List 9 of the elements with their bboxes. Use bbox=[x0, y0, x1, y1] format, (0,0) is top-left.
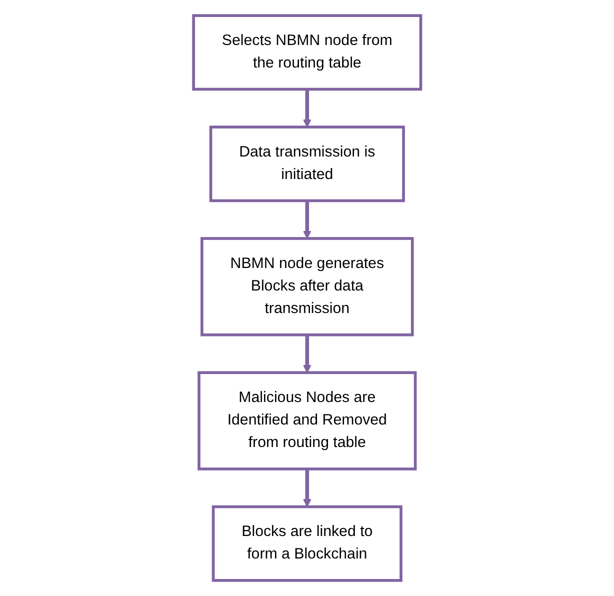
node-box: Selects NBMN node from the routing table bbox=[192, 14, 422, 91]
node-box: Malicious Nodes are Identified and Removed from routing table bbox=[197, 371, 417, 470]
arrow bbox=[302, 89, 312, 128]
arrow bbox=[302, 334, 312, 373]
node-box: Data transmission is initiated bbox=[209, 126, 405, 202]
arrow bbox=[302, 200, 312, 239]
arrow bbox=[302, 468, 312, 508]
node-box: Blocks are linked to form a Blockchain bbox=[212, 505, 402, 582]
node-box: NBMN node generates Blocks after data transmission bbox=[200, 237, 414, 336]
